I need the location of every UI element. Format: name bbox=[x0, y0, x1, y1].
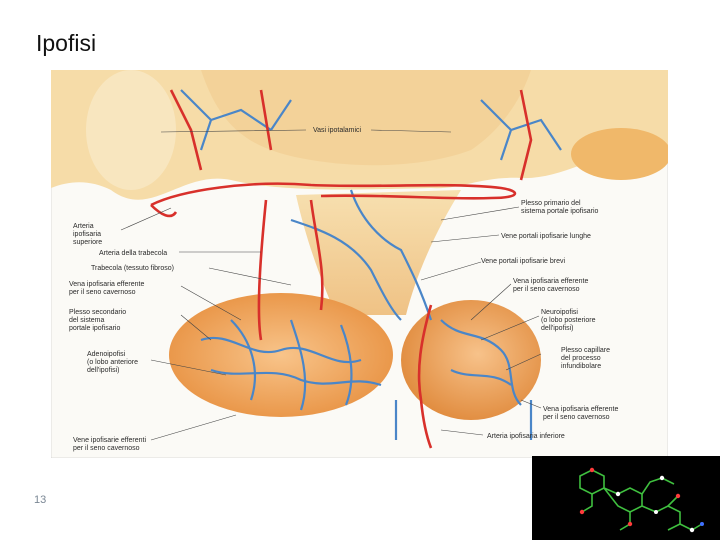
hypothalamus-lobe bbox=[201, 70, 531, 166]
slide-title: Ipofisi bbox=[36, 30, 97, 56]
infundibulum bbox=[296, 190, 461, 315]
label-adenoipofisi-2: (o lobo anteriore bbox=[87, 359, 138, 366]
label-plesso-primario-1: Plesso primario del bbox=[521, 200, 581, 207]
pituitary-illustration: Vasi ipotalamici Arteria ipofisaria supe… bbox=[51, 70, 668, 458]
tissue-left bbox=[86, 70, 176, 190]
label-arteria-ipofisaria-superiore-3: superiore bbox=[73, 239, 102, 246]
molecule-atoms bbox=[579, 467, 704, 533]
label-vasi-ipotalamici: Vasi ipotalamici bbox=[313, 127, 362, 134]
label-neuroipofisi-2: (o lobo posteriore bbox=[541, 317, 596, 324]
label-vena-efferente-dx-basso-2: per il seno cavernoso bbox=[543, 414, 610, 421]
neurohypophysis bbox=[401, 300, 541, 420]
molecule-background bbox=[532, 456, 720, 540]
label-plesso-capillare-2: del processo bbox=[561, 355, 601, 362]
label-neuroipofisi-3: dell'ipofisi) bbox=[541, 325, 573, 332]
label-vena-efferente-dx-2: per il seno cavernoso bbox=[513, 286, 580, 293]
vein-network bbox=[180, 89, 562, 440]
label-plesso-capillare-1: Plesso capillare bbox=[561, 347, 610, 354]
label-plesso-secondario-2: del sistema bbox=[69, 317, 105, 324]
leader-lines bbox=[120, 129, 542, 441]
label-adenoipofisi-1: Adenoipofisi bbox=[87, 351, 126, 358]
label-plesso-secondario-1: Plesso secondario bbox=[69, 309, 126, 316]
label-vene-portali-lunghe: Vene portali ipofisarie lunghe bbox=[501, 233, 591, 240]
label-vena-efferente-dx-1: Vena ipofisaria efferente bbox=[513, 278, 588, 285]
label-adenoipofisi-3: dell'ipofisi) bbox=[87, 367, 119, 374]
label-trabecola: Trabecola (tessuto fibroso) bbox=[91, 265, 174, 272]
label-plesso-primario-2: sistema portale ipofisario bbox=[521, 208, 599, 215]
label-arteria-ipofisaria-superiore-2: ipofisaria bbox=[73, 231, 101, 238]
page-number: 13 bbox=[34, 494, 47, 506]
label-plesso-capillare-3: infundibolare bbox=[561, 363, 601, 370]
label-vena-efferente-dx-basso-1: Vena ipofisaria efferente bbox=[543, 406, 618, 413]
label-vene-efferenti-basso-2: per il seno cavernoso bbox=[73, 445, 140, 452]
chiasm-right bbox=[571, 128, 668, 180]
artery-network bbox=[150, 89, 533, 449]
molecule-icon bbox=[532, 456, 720, 540]
label-neuroipofisi-1: Neuroipofisi bbox=[541, 309, 578, 316]
label-vene-efferenti-basso-1: Vene ipofisarie efferenti bbox=[73, 437, 146, 444]
label-vene-portali-brevi: Vene portali ipofisarie brevi bbox=[481, 258, 565, 265]
adenohypophysis bbox=[169, 293, 393, 417]
label-arteria-ipofisaria-superiore-1: Arteria bbox=[73, 223, 94, 230]
label-plesso-secondario-3: portale ipofisario bbox=[69, 325, 120, 332]
label-vena-efferente-sx-2: per il seno cavernoso bbox=[69, 289, 136, 296]
label-vena-efferente-sx-1: Vena ipofisaria efferente bbox=[69, 281, 144, 288]
label-arteria-inferiore: Arteria ipofisaria inferiore bbox=[487, 433, 565, 440]
label-arteria-trabecola: Arteria della trabecola bbox=[99, 250, 167, 257]
